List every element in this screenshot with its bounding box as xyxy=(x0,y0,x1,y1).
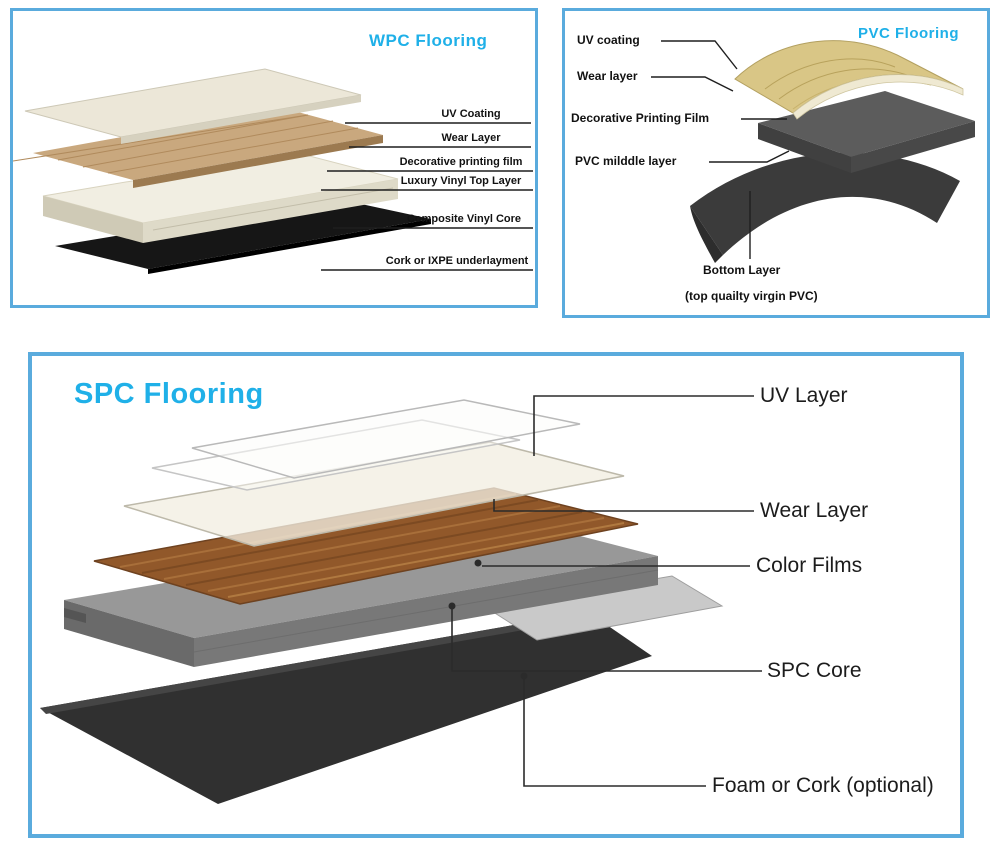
wpc-label-uv-coating: UV Coating xyxy=(441,108,501,120)
wpc-label-lines xyxy=(321,122,533,271)
wpc-layer-top-film xyxy=(24,68,362,144)
pvc-layer-diagram xyxy=(651,40,975,263)
pvc-label-lines xyxy=(651,40,790,259)
wpc-label-luxury-vinyl-top: Luxury Vinyl Top Layer xyxy=(400,175,522,187)
spc-label-uv-layer: UV Layer xyxy=(760,384,848,407)
wpc-label-composite-core: Composite Vinyl Core xyxy=(406,213,522,225)
pvc-layer-top-sheet xyxy=(734,40,964,120)
pvc-layer-bottom xyxy=(690,152,960,263)
spc-label-foam-or-cork: Foam or Cork (optional) xyxy=(712,774,934,797)
spc-label-wear-layer: Wear Layer xyxy=(760,499,869,522)
wpc-layer-diagram xyxy=(13,68,533,274)
spc-layer-diagram xyxy=(40,395,762,804)
spc-layer-uv-films xyxy=(151,399,581,491)
spc-panel: SPC Flooring UV Layer Wear Layer Color F… xyxy=(28,352,964,838)
spc-label-color-films: Color Films xyxy=(756,554,863,577)
wpc-label-decorative-film: Decorative printing film xyxy=(399,156,523,168)
spc-label-spc-core: SPC Core xyxy=(767,659,862,682)
pvc-label-bottom-layer-note: (top quailty virgin PVC) xyxy=(685,289,818,303)
wpc-label-underlayment: Cork or IXPE underlayment xyxy=(385,255,529,267)
pvc-panel: PVC Flooring UV coating Wear layer Decor… xyxy=(562,8,990,318)
wpc-title: WPC Flooring xyxy=(369,31,488,50)
spc-layer-foam xyxy=(40,612,652,804)
wpc-layer-core xyxy=(42,152,399,243)
wpc-label-wear-layer: Wear Layer xyxy=(441,132,501,144)
spc-layer-core xyxy=(64,522,724,667)
spc-label-lines xyxy=(448,395,762,787)
wpc-layer-wood xyxy=(13,108,383,188)
pvc-label-decorative-film: Decorative Printing Film xyxy=(571,111,710,125)
pvc-label-bottom-layer: Bottom Layer xyxy=(703,263,781,277)
spc-title: SPC Flooring xyxy=(74,378,264,410)
pvc-label-uv-coating: UV coating xyxy=(577,33,640,47)
wpc-layer-underlayment xyxy=(55,199,431,274)
pvc-title: PVC Flooring xyxy=(858,25,959,42)
pvc-layer-middle xyxy=(758,91,975,173)
spc-layer-color-films xyxy=(93,487,639,605)
pvc-label-middle-layer: PVC milddle layer xyxy=(575,154,677,168)
wpc-panel: WPC Flooring UV Coating Wear Layer Decor… xyxy=(10,8,538,308)
pvc-label-wear-layer: Wear layer xyxy=(577,69,638,83)
